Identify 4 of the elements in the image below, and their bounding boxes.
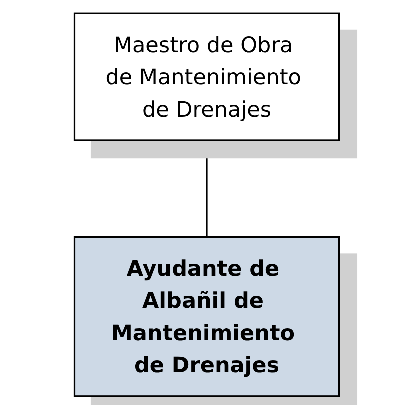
org-chart: Maestro de Obra de Mantenimiento de Drenajes Ayudante de Albañil de Mantenimiento de Drenajes	[7, 4, 407, 404]
node-box	[74, 236, 340, 397]
node-box	[74, 12, 340, 141]
connector	[206, 140, 208, 237]
